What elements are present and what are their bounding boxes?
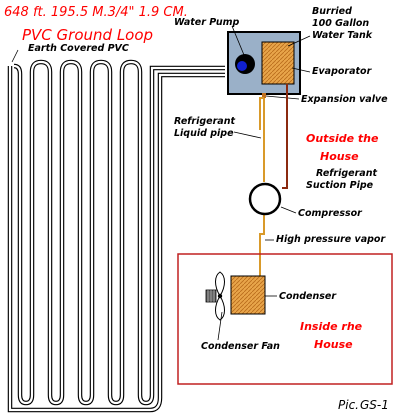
suction-pipe-label-line2: Suction Pipe [306, 180, 374, 191]
high-pressure-vapor-pipe [259, 214, 265, 276]
liquid-pipe-label-line1: Refrigerant [174, 116, 235, 127]
pvc-ground-loop [7, 59, 225, 413]
tank-label-line3: Water Tank [312, 30, 373, 41]
compressor [248, 182, 282, 216]
evaporator [261, 41, 295, 85]
title-line-2: PVC Ground Loop [22, 26, 153, 44]
earth-covered-pvc-label: Earth Covered PVC [28, 43, 129, 54]
suction-pipe-label-line1: Refrigerant [316, 168, 377, 179]
house-outline [177, 253, 393, 385]
earth-pvc-arrow [11, 49, 19, 63]
pic-caption-id: GS-1 [360, 398, 389, 412]
inside-label-line2: House [314, 338, 353, 351]
condenser [230, 275, 266, 315]
high-pressure-vapor-label: High pressure vapor [276, 234, 386, 245]
refrigerant-suction-pipe [282, 84, 288, 189]
expansion-valve-label: Expansion valve [301, 94, 388, 105]
outside-label-line1: Outside the [306, 132, 379, 145]
tank-label-line1: Burried [312, 6, 352, 17]
pic-caption-prefix: Pic. [338, 398, 359, 412]
condenser-label: Condenser [279, 291, 337, 302]
outside-label-line2: House [320, 150, 359, 163]
liquid-pipe-label-line2: Liquid pipe [174, 128, 234, 139]
tank-label-line2: 100 Gallon [312, 18, 369, 29]
title-line-1: 648 ft. 195.5 M.3/4" 1.9 CM. [4, 5, 188, 20]
inside-label-line1: Inside rhe [300, 320, 363, 333]
condenser-fan-label: Condenser Fan [201, 341, 280, 352]
water-pump-label: Water Pump [174, 17, 240, 28]
evaporator-label: Evaporator [312, 66, 373, 77]
compressor-label: Compressor [298, 208, 363, 219]
condenser-fan [205, 271, 225, 321]
expansion-valve [262, 93, 266, 98]
water-pump-arrow [231, 25, 245, 56]
